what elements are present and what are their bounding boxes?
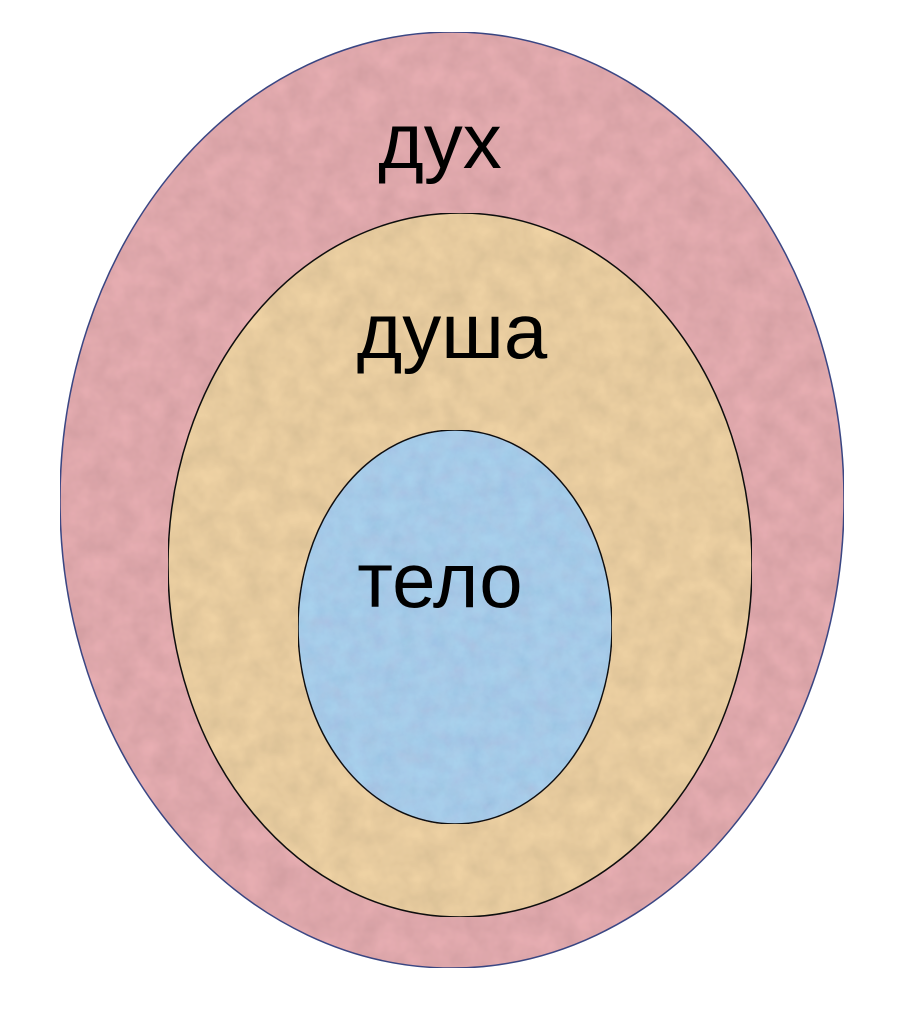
inner-layer-label: тело: [357, 536, 522, 624]
inner-layer-ellipse: [297, 429, 613, 825]
middle-layer-label: душа: [357, 287, 548, 375]
outer-layer-label: дух: [378, 97, 502, 185]
